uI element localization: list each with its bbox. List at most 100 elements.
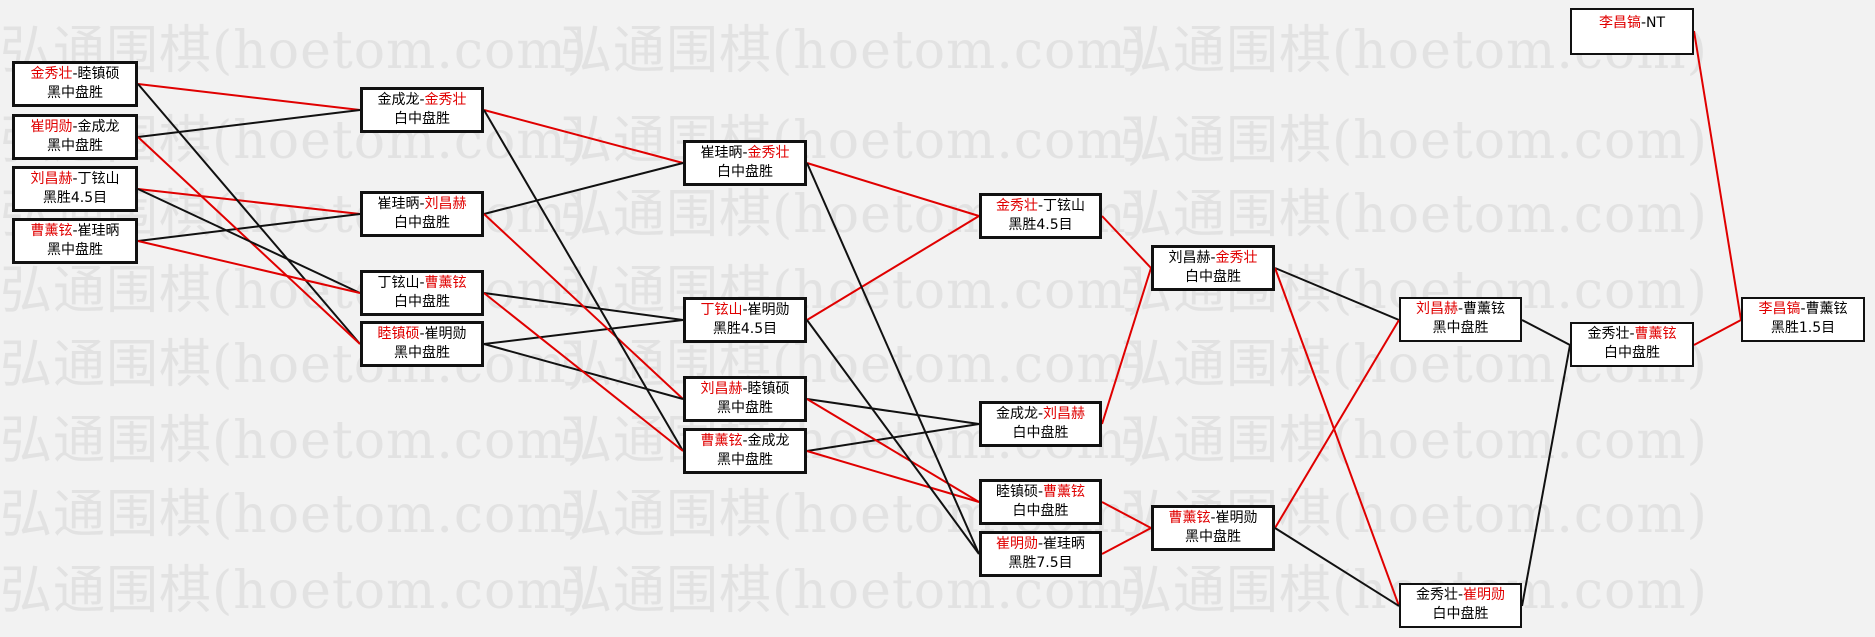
connector-line <box>1693 30 1742 321</box>
match-box-final: 李昌镐-曹薰铉 黑胜1.5目 <box>1741 297 1865 342</box>
connector-line <box>1101 267 1152 425</box>
player-white: 刘昌赫 <box>424 196 467 212</box>
match-box-r3-4: 曹薰铉-金成龙 黑中盘胜 <box>683 428 807 474</box>
separator: - <box>1457 301 1464 317</box>
separator: - <box>1037 484 1044 500</box>
player-black: 曹薰铉 <box>1168 510 1211 526</box>
match-box-r5-2: 曹薰铉-崔明勋 黑中盘胜 <box>1151 505 1275 551</box>
player-black: 金成龙 <box>377 92 420 108</box>
connector-line <box>806 450 980 503</box>
match-result: 黑中盘胜 <box>47 138 103 154</box>
match-players: 崔珪昞-金秀壮 <box>686 144 804 163</box>
separator: - <box>1800 301 1806 317</box>
player-black: 李昌镐 <box>1758 301 1801 317</box>
match-box-r4-2: 金成龙-刘昌赫 白中盘胜 <box>979 401 1102 447</box>
connector-line <box>806 398 980 503</box>
match-players: 崔珪昞-刘昌赫 <box>363 195 481 214</box>
match-result: 黑中盘胜 <box>394 345 450 361</box>
match-players: 睦镇硕-曹薰铉 <box>982 483 1099 502</box>
player-white: 曹薰铉 <box>1043 484 1086 500</box>
match-result: 黑中盘胜 <box>47 242 103 258</box>
player-white: 崔明勋 <box>1215 510 1258 526</box>
connector-line <box>806 398 980 425</box>
match-players: 刘昌赫-睦镇硕 <box>686 380 804 399</box>
match-players: 刘昌赫-曹薰铉 <box>1401 300 1520 319</box>
separator: - <box>1210 250 1216 266</box>
connector-line <box>483 292 684 452</box>
player-white: 金成龙 <box>77 119 120 135</box>
player-white: 睦镇硕 <box>747 381 790 397</box>
separator: - <box>742 302 748 318</box>
match-players: 睦镇硕-崔明勋 <box>363 325 481 344</box>
connector-line <box>1101 501 1152 529</box>
match-players: 崔明勋-崔珪昞 <box>982 535 1099 554</box>
player-black: 金秀壮 <box>995 198 1038 214</box>
match-players: 金成龙-刘昌赫 <box>982 405 1099 424</box>
match-box-r7-1: 金秀壮-曹薰铉 白中盘胜 <box>1570 322 1694 367</box>
separator: - <box>72 223 78 239</box>
player-black: 崔珪昞 <box>700 145 743 161</box>
player-black: 崔明勋 <box>995 536 1038 552</box>
player-black: 曹薰铉 <box>700 433 743 449</box>
connector-line <box>1521 344 1571 607</box>
player-black: 刘昌赫 <box>30 171 73 187</box>
match-players: 金秀壮-睦镇硕 <box>15 65 135 84</box>
connector-line <box>137 188 361 294</box>
match-players: 曹薰铉-金成龙 <box>686 432 804 451</box>
player-black: 刘昌赫 <box>1415 301 1458 317</box>
player-black: 刘昌赫 <box>700 381 743 397</box>
separator: - <box>742 433 748 449</box>
match-box-r4-4: 崔明勋-崔珪昞 黑胜7.5目 <box>979 531 1102 577</box>
match-result: 黑中盘胜 <box>717 400 773 416</box>
separator: - <box>742 145 748 161</box>
match-box-r4-3: 睦镇硕-曹薰铉 白中盘胜 <box>979 479 1102 525</box>
connector-line <box>1693 319 1742 346</box>
separator: - <box>419 275 425 291</box>
player-black: 睦镇硕 <box>995 484 1038 500</box>
match-box-r5-1: 刘昌赫-金秀壮 白中盘胜 <box>1151 245 1275 291</box>
player-black: 崔珪昞 <box>377 196 420 212</box>
match-result: 白中盘胜 <box>394 111 450 127</box>
match-players: 崔明勋-金成龙 <box>15 118 135 137</box>
match-players: 李昌镐-NT <box>1572 14 1692 32</box>
match-players: 丁铉山-崔明勋 <box>686 301 804 320</box>
player-black: 丁铉山 <box>700 302 743 318</box>
separator: - <box>1037 406 1044 422</box>
player-white: 崔明勋 <box>1463 587 1506 603</box>
player-white: 金秀壮 <box>424 92 467 108</box>
connector-line <box>1521 319 1571 346</box>
match-players: 曹薰铉-崔明勋 <box>1154 509 1272 528</box>
match-players: 刘昌赫-金秀壮 <box>1154 249 1272 268</box>
separator: - <box>1457 587 1464 603</box>
connector-line <box>1274 267 1400 607</box>
player-white: 崔明勋 <box>747 302 790 318</box>
connector-line <box>483 319 684 345</box>
watermark-text: 弘通围棋(hoetom.com) <box>1120 185 1708 245</box>
match-result: 黑胜4.5目 <box>712 321 778 337</box>
player-white: 丁铉山 <box>77 171 120 187</box>
connector-line <box>806 162 980 217</box>
player-white: 曹薰铉 <box>1463 301 1506 317</box>
connector-line <box>1101 527 1152 555</box>
connector-line <box>137 240 361 294</box>
match-box-r3-2: 丁铉山-崔明勋 黑胜4.5目 <box>683 297 807 343</box>
connector-line <box>483 109 684 452</box>
match-result: 白中盘胜 <box>394 215 450 231</box>
player-white: 崔明勋 <box>424 326 467 342</box>
match-result: 黑胜1.5目 <box>1770 320 1836 336</box>
match-box-r2-4: 睦镇硕-崔明勋 黑中盘胜 <box>360 321 484 367</box>
separator: - <box>419 92 425 108</box>
connector-line <box>1101 215 1152 269</box>
watermark-text: 弘通围棋(hoetom.com) <box>560 111 1148 171</box>
player-white: 睦镇硕 <box>77 66 120 82</box>
match-result: 黑胜4.5目 <box>1008 217 1073 233</box>
player-white: 金秀壮 <box>1215 250 1258 266</box>
match-result: 黑胜7.5目 <box>1008 555 1073 571</box>
player-white: 金秀壮 <box>747 145 790 161</box>
player-black: 丁铉山 <box>377 275 420 291</box>
match-players: 曹薰铉-崔珪昞 <box>15 222 135 241</box>
match-box-r3-3: 刘昌赫-睦镇硕 黑中盘胜 <box>683 376 807 422</box>
match-result: 白中盘胜 <box>394 294 450 310</box>
watermark-text: 弘通围棋(hoetom.com) <box>0 261 588 321</box>
